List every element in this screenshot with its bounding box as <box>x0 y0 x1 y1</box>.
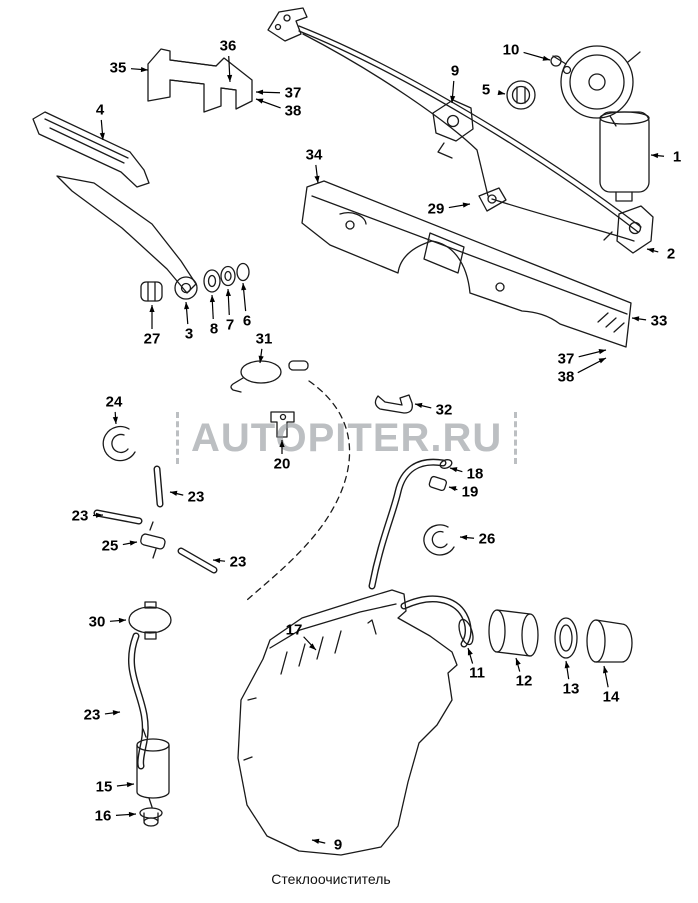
callout-label-9: 9 <box>333 836 343 854</box>
callout-label-10: 10 <box>502 41 520 59</box>
callout-label-33: 33 <box>650 312 668 330</box>
callout-label-30: 30 <box>88 613 106 631</box>
callout-label-37: 37 <box>284 84 302 102</box>
callout-label-4: 4 <box>95 101 105 119</box>
callout-label-8: 8 <box>209 320 219 338</box>
callout-label-15: 15 <box>95 778 113 796</box>
callout-label-35: 35 <box>109 59 127 77</box>
callout-label-3: 3 <box>184 325 194 343</box>
callout-label-38: 38 <box>557 368 575 386</box>
callout-label-1: 1 <box>672 148 682 166</box>
callout-label-23: 23 <box>187 488 205 506</box>
hoses-outline <box>93 458 472 770</box>
watermark-text: AUTOPITER.RU <box>191 415 503 460</box>
callout-label-25: 25 <box>101 537 119 555</box>
callout-label-38: 38 <box>284 102 302 120</box>
callout-label-32: 32 <box>435 401 453 419</box>
callout-label-23: 23 <box>229 553 247 571</box>
diagram-caption: Стеклоочиститель <box>271 871 391 887</box>
callout-label-2: 2 <box>666 245 676 263</box>
hoses-fill <box>94 460 471 769</box>
callout-label-17: 17 <box>285 621 303 639</box>
watermark-right-dash-icon <box>514 412 518 464</box>
watermark-left-dash-icon <box>176 412 179 464</box>
callout-label-34: 34 <box>305 146 323 164</box>
callout-label-18: 18 <box>466 465 484 483</box>
callout-label-13: 13 <box>562 680 580 698</box>
callout-label-26: 26 <box>478 530 496 548</box>
callout-label-14: 14 <box>602 688 620 706</box>
callout-label-9: 9 <box>450 62 460 80</box>
callout-label-23: 23 <box>71 507 89 525</box>
line-art <box>32 7 654 462</box>
callout-label-36: 36 <box>219 37 237 55</box>
callout-label-29: 29 <box>427 200 445 218</box>
callout-label-5: 5 <box>481 81 491 99</box>
callout-label-19: 19 <box>461 483 479 501</box>
watermark: AUTOPITER.RU <box>176 412 518 464</box>
callout-label-24: 24 <box>105 393 123 411</box>
callout-label-20: 20 <box>273 455 291 473</box>
callout-label-12: 12 <box>515 672 533 690</box>
callout-label-37: 37 <box>557 350 575 368</box>
callout-label-23: 23 <box>83 706 101 724</box>
callout-label-6: 6 <box>242 312 252 330</box>
callout-label-7: 7 <box>225 316 235 334</box>
callout-label-16: 16 <box>94 807 112 825</box>
line-art-lower <box>128 380 633 856</box>
callout-label-11: 11 <box>469 664 485 682</box>
callout-label-31: 31 <box>255 330 273 348</box>
callout-label-27: 27 <box>143 330 161 348</box>
